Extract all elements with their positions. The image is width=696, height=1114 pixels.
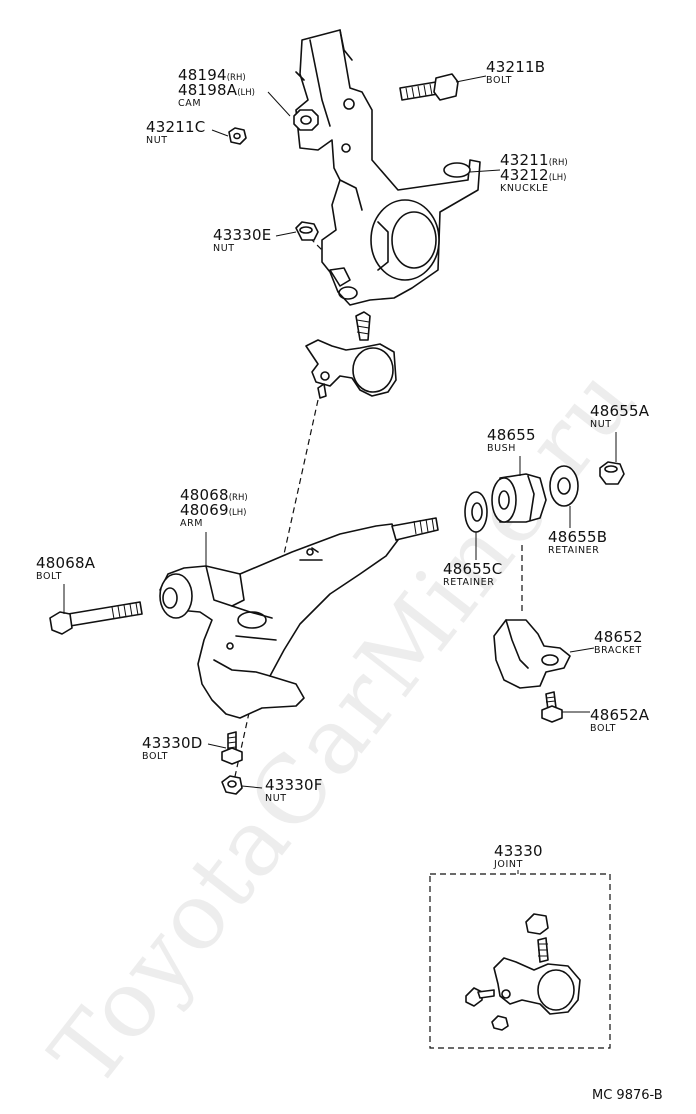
joint-kit-frame xyxy=(429,873,611,1049)
diagram-code: MC 9876-B xyxy=(592,1088,663,1103)
label-nut-43211c: 43211C NUT xyxy=(146,118,206,146)
label-joint: 43330 JOINT xyxy=(494,842,543,870)
nut-43211c xyxy=(228,127,247,145)
cam-part xyxy=(293,109,319,131)
bolt-43211b xyxy=(399,73,459,101)
label-bush: 48655 BUSH xyxy=(487,426,536,454)
label-arm: 48068(RH) 48069(LH) ARM xyxy=(180,486,248,529)
label-nut-43330e: 43330E NUT xyxy=(213,226,272,254)
ball-joint xyxy=(305,311,397,399)
label-bolt-43211b: 43211B BOLT xyxy=(486,58,546,86)
bracket-48652 xyxy=(493,619,571,689)
bolt-43330d xyxy=(221,731,243,765)
label-nut-48655a: 48655A NUT xyxy=(590,402,650,430)
joint-kit-assembly xyxy=(465,913,581,1031)
retainer-48655b xyxy=(549,465,579,507)
nut-43330e xyxy=(295,221,319,241)
label-bolt-48652a: 48652A BOLT xyxy=(590,706,650,734)
label-cam: 48194(RH) 48198A(LH) CAM xyxy=(178,66,255,109)
assembly-line-balljoint xyxy=(231,399,319,791)
label-retainer-48655b: 48655B RETAINER xyxy=(548,528,608,556)
nut-43330f xyxy=(221,775,243,795)
lower-arm xyxy=(159,517,439,719)
label-bolt-48068a: 48068A BOLT xyxy=(36,554,96,582)
nut-48655a xyxy=(599,461,625,485)
label-knuckle: 43211(RH) 43212(LH) KNUCKLE xyxy=(500,151,568,194)
bolt-48068a xyxy=(49,601,143,635)
steering-knuckle xyxy=(295,29,481,306)
label-retainer-48655c: 48655C RETAINER xyxy=(443,560,503,588)
retainer-48655c xyxy=(464,491,488,533)
bolt-48652a xyxy=(541,691,563,723)
label-bracket: 48652 BRACKET xyxy=(594,628,643,656)
bush-48655 xyxy=(491,473,547,523)
label-bolt-43330d: 43330D BOLT xyxy=(142,734,203,762)
label-nut-43330f: 43330F NUT xyxy=(265,776,323,804)
